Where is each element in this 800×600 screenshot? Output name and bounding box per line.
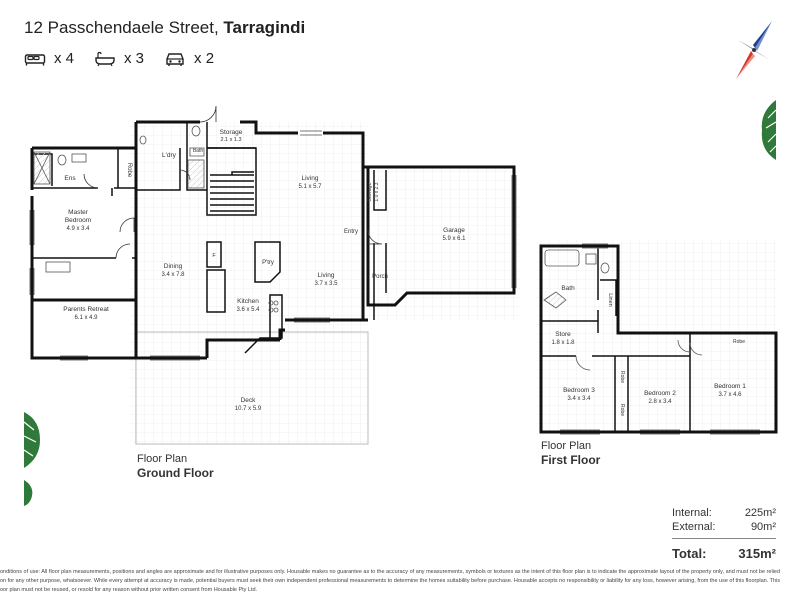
ground-floor-caption-line2: Ground Floor (137, 466, 214, 480)
property-specs: x 4 x 3 x 2 (24, 50, 234, 67)
room-living-top-name: Living (302, 175, 319, 182)
room-bed1-name: Bedroom 1 (714, 383, 746, 390)
internal-area-row: Internal: 225m² (672, 507, 776, 521)
room-bed3-name: Bedroom 3 (563, 387, 595, 394)
room-storage-name: Storage (220, 129, 243, 136)
ground-floor-labels: Ens Robe L'dry Bath Storage 2.1 x 1.3 Ma… (63, 129, 466, 412)
room-store-dim: 1.8 x 1.8 (551, 340, 575, 346)
room-master-name: Master (68, 209, 89, 216)
room-ff-bath: Bath (561, 285, 575, 292)
room-kitchen-name: Kitchen (237, 298, 259, 305)
room-master-dim: 4.9 x 3.4 (66, 226, 90, 232)
ground-floor-walls (30, 120, 516, 360)
room-bed1-dim: 3.7 x 4.6 (718, 392, 742, 398)
internal-area-label: Internal: (672, 507, 712, 519)
total-area-row: Total: 315m² (672, 546, 776, 562)
room-ptry: P'try (262, 260, 274, 266)
tree-icon (24, 480, 33, 506)
room-living-dim: 3.7 x 3.5 (314, 281, 338, 287)
header: 12 Passchendaele Street, Tarragindi (24, 18, 305, 38)
first-floor-walls (539, 244, 778, 434)
area-divider (672, 538, 776, 539)
first-floor-labels: Bath Linen Store 1.8 x 1.8 Robe Robe Rob… (551, 285, 746, 416)
external-area-value: 90m² (750, 521, 776, 533)
disclaimer-line2: on for any other purpose, whatsoever. Wh… (0, 578, 781, 584)
ground-floor-caption: Floor Plan Ground Floor (137, 452, 214, 481)
disclaimer-line1: onditions of use: All floor plan measure… (0, 569, 781, 575)
bath-icon (95, 51, 115, 66)
bathroom-count-text: x 3 (124, 50, 145, 67)
room-entry: Entry (344, 229, 358, 235)
room-ff-linen: Linen (607, 293, 613, 306)
room-robe: Robe (126, 163, 132, 178)
room-living-name: Living (318, 272, 335, 279)
bathroom-count: x 3 (94, 50, 144, 67)
room-ldry: L'dry (162, 152, 177, 159)
room-dining-dim: 3.4 x 7.8 (161, 272, 185, 278)
first-floor-caption: Floor Plan First Floor (541, 439, 600, 468)
room-bed2-dim: 2.8 x 3.4 (648, 399, 672, 405)
bedroom-count: x 4 (24, 50, 74, 67)
tree-icon (23, 412, 40, 468)
garage-grid (368, 165, 520, 320)
room-storage2-name: Storage (367, 182, 373, 201)
room-robe2: Robe (619, 371, 625, 383)
first-floor-fixtures (543, 249, 703, 371)
ground-floor-windows (29, 130, 517, 361)
deck-outline (135, 331, 369, 445)
room-deck-dim: 10.7 x 5.9 (235, 406, 262, 412)
bed-icon (24, 53, 46, 65)
ground-floor-fixtures (33, 125, 279, 313)
bedroom-count-text: x 4 (54, 50, 75, 67)
ground-floor-interior (32, 122, 387, 354)
room-storage2-dim: 1.0 x 2.3 (374, 182, 380, 201)
room-fridge: F (212, 253, 216, 259)
property-address: 12 Passchendaele Street, Tarragindi (24, 18, 305, 38)
area-summary: Internal: 225m² External: 90m² Total: 31… (672, 507, 776, 562)
disclaimer: onditions of use: All floor plan measure… (0, 568, 790, 595)
room-robe1: Robe (733, 339, 745, 345)
internal-area-value: 225m² (744, 507, 776, 519)
total-area-label: Total: (672, 546, 707, 561)
room-dining-name: Dining (164, 263, 183, 270)
room-living-top-dim: 5.1 x 5.7 (298, 184, 322, 190)
room-storage-dim: 2.1 x 1.3 (220, 137, 241, 143)
room-ens: Ens (64, 175, 76, 182)
room-garage-name: Garage (443, 227, 465, 234)
room-parents-name: Parents Retreat (63, 306, 109, 313)
first-floor-caption-line2: First Floor (541, 453, 601, 467)
room-garage-dim: 5.9 x 6.1 (442, 236, 466, 242)
external-area-label: External: (672, 521, 716, 533)
first-floor-interior (541, 246, 691, 432)
tree-icon (761, 100, 777, 160)
address-suburb: Tarragindi (223, 18, 306, 37)
room-porch: Porch (372, 274, 388, 280)
first-floor-caption-line1: Floor Plan (541, 440, 592, 452)
room-bath: Bath (193, 148, 204, 154)
room-master-name2: Bedroom (65, 217, 91, 224)
room-bed2-name: Bedroom 2 (644, 390, 676, 397)
room-bed3-dim: 3.4 x 3.4 (567, 396, 591, 402)
total-area-value: 315m² (738, 546, 776, 561)
room-parents-dim: 6.1 x 4.9 (74, 315, 98, 321)
external-area-row: External: 90m² (672, 521, 776, 535)
first-floor-windows (560, 243, 760, 435)
disclaimer-line3: oor plan must not be reused, or resold f… (0, 587, 258, 593)
room-kitchen-dim: 3.6 x 5.4 (236, 307, 260, 313)
ground-floor-caption-line1: Floor Plan (137, 453, 188, 465)
car-count-text: x 2 (194, 50, 215, 67)
first-floor-grid (535, 240, 777, 432)
room-deck-name: Deck (241, 397, 257, 404)
address-street: 12 Passchendaele Street, (24, 18, 224, 37)
compass-icon (736, 21, 772, 79)
car-count: x 2 (164, 50, 214, 67)
car-icon (166, 52, 184, 66)
room-robe3: Robe (619, 404, 625, 416)
room-store-name: Store (555, 331, 571, 338)
